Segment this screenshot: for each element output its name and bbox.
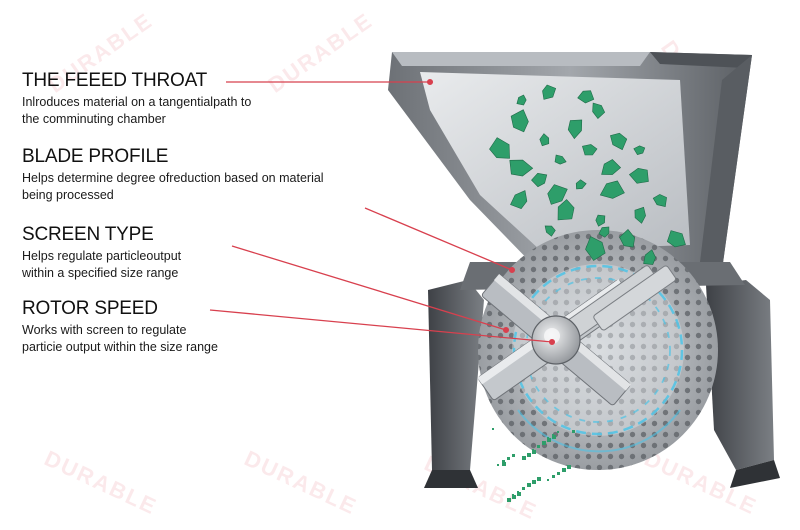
feed-particle	[634, 206, 646, 224]
discharge-particle	[552, 434, 554, 436]
feed-particle	[666, 230, 686, 248]
feed-particle	[531, 172, 548, 188]
feed-particle	[595, 214, 606, 227]
screen-drum	[478, 230, 718, 470]
feed-particle	[628, 167, 649, 184]
feed-particle	[557, 199, 575, 221]
discharge-particle	[527, 483, 531, 487]
feed-particle	[643, 249, 656, 265]
callout-title: THE FEEED THROAT	[22, 70, 208, 91]
discharge-particle	[497, 464, 499, 466]
discharge-particles	[492, 428, 575, 502]
leader-lines	[209, 78, 556, 346]
discharge-particle	[547, 479, 549, 481]
callout-title: ROTOR SPEED	[22, 298, 158, 319]
callout-feed-throat: THE FEEED THROAT Inlroduces material on …	[22, 70, 382, 128]
feed-particle	[598, 226, 610, 238]
feed-particle	[599, 180, 625, 199]
feed-particle	[544, 225, 556, 237]
discharge-particle	[537, 477, 541, 481]
feed-particle	[567, 119, 583, 140]
discharge-particle	[532, 480, 536, 484]
leader-line-rotor-speed	[209, 309, 553, 343]
discharge-particle	[502, 462, 506, 466]
callout-rotor-speed: ROTOR SPEED Works with screen to regulat…	[22, 298, 382, 356]
description-line: the comminuting chamber	[22, 112, 166, 126]
callout-description: Works with screen to regulate particie o…	[22, 322, 382, 356]
feed-particle	[509, 159, 534, 177]
feed-particle	[510, 109, 529, 133]
material-particles	[489, 84, 686, 265]
leader-line-blade-profile	[364, 207, 513, 271]
discharge-particle	[532, 450, 536, 454]
discharge-particle	[547, 437, 549, 439]
discharge-particle	[552, 435, 556, 439]
discharge-particle	[527, 453, 531, 457]
discharge-particle	[492, 428, 494, 430]
callout-title: SCREEN TYPE	[22, 224, 154, 245]
rotor-hub	[531, 315, 581, 365]
callout-description: Helps determine degree ofreduction based…	[22, 170, 382, 204]
feed-particle	[582, 144, 598, 156]
discharge-particle	[517, 491, 519, 493]
discharge-particle	[507, 457, 510, 460]
description-line: within a specified size range	[22, 266, 179, 280]
callout-description: Inlroduces material on a tangentialpath …	[22, 94, 382, 128]
description-line: being processed	[22, 188, 114, 202]
leader-dot-blade-profile	[508, 266, 516, 274]
callout-title: BLADE PROFILE	[22, 146, 169, 167]
discharge-particle	[572, 430, 575, 433]
feed-particle	[610, 132, 628, 151]
discharge-particle	[532, 449, 534, 451]
feed-particle	[547, 184, 568, 205]
description-line: Helps determine degree ofreduction based…	[22, 171, 324, 185]
discharge-particle	[542, 441, 546, 445]
leader-dot-feed-throat	[426, 78, 434, 86]
discharge-particle	[552, 475, 555, 478]
feed-particle	[585, 236, 606, 261]
feed-particle	[652, 194, 667, 207]
description-line: Helps regulate particleoutput	[22, 249, 182, 263]
feed-particle	[516, 94, 527, 106]
discharge-particle	[557, 431, 559, 433]
feed-particle	[575, 179, 587, 190]
discharge-particle	[502, 460, 505, 463]
feed-particle	[592, 102, 606, 119]
discharge-particle	[507, 498, 511, 502]
feed-particle	[489, 137, 510, 159]
discharge-particle	[522, 487, 525, 490]
discharge-particle	[537, 445, 540, 448]
callout-description: Helps regulate particleoutput within a s…	[22, 248, 382, 282]
feed-particle	[577, 90, 595, 104]
discharge-particle	[567, 465, 571, 469]
feed-particle	[619, 228, 636, 248]
discharge-particle	[517, 492, 521, 496]
feed-particle	[510, 190, 528, 210]
feed-particle	[539, 133, 550, 147]
discharge-particle	[557, 472, 560, 475]
discharge-particle	[547, 438, 551, 442]
description-line: Works with screen to regulate	[22, 323, 187, 337]
feed-particle	[542, 84, 557, 100]
leader-line-screen-type	[231, 245, 507, 331]
leader-dot-screen-type	[502, 326, 510, 334]
discharge-particle	[512, 495, 516, 499]
discharge-particle	[522, 456, 526, 460]
description-line: Inlroduces material on a tangentialpath …	[22, 95, 252, 109]
callout-screen-type: SCREEN TYPE Helps regulate particleoutpu…	[22, 224, 382, 282]
leader-dot-rotor-speed	[548, 338, 556, 346]
discharge-particle	[562, 468, 566, 472]
description-line: particie output within the size range	[22, 340, 218, 354]
discharge-particle	[512, 494, 514, 496]
discharge-particle	[512, 454, 515, 457]
feed-particle	[633, 145, 646, 155]
feed-particle	[554, 154, 567, 165]
feed-particle	[601, 159, 622, 175]
callout-blade-profile: BLADE PROFILE Helps determine degree ofr…	[22, 146, 382, 204]
